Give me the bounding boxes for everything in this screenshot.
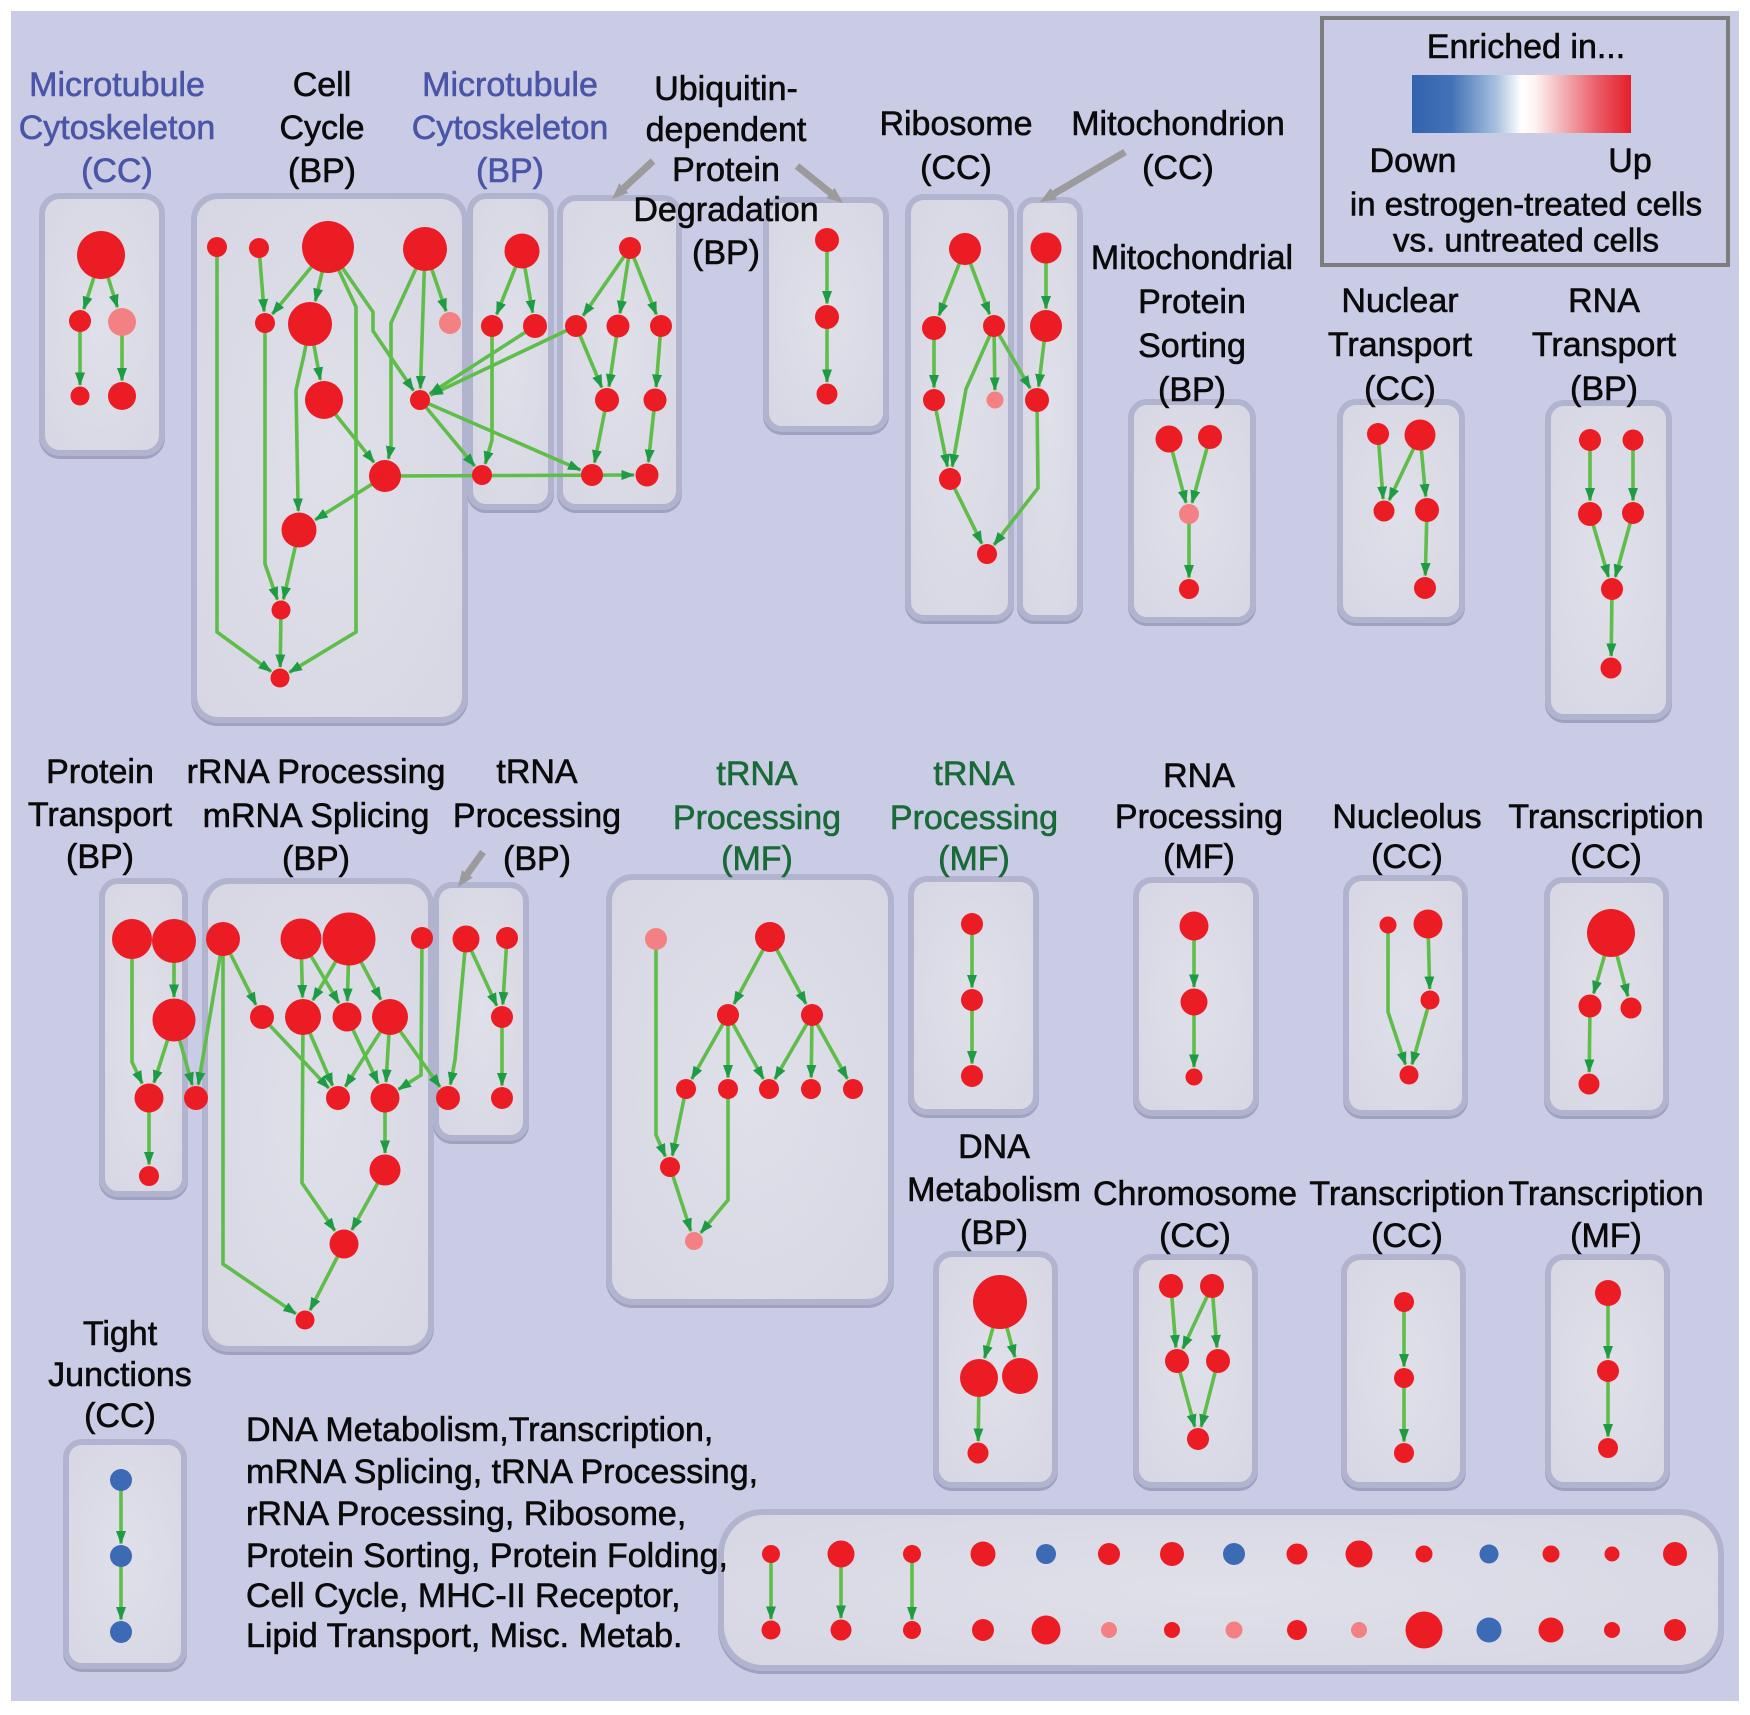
svg-text:Cytoskeleton: Cytoskeleton (19, 109, 216, 147)
svg-text:Degradation: Degradation (633, 191, 818, 229)
svg-text:(CC): (CC) (81, 152, 153, 190)
svg-text:Protein Sorting, Protein Foldi: Protein Sorting, Protein Folding, (246, 1537, 728, 1575)
svg-text:(MF): (MF) (938, 840, 1010, 878)
svg-text:Mitochondrial: Mitochondrial (1091, 239, 1293, 277)
svg-text:(BP): (BP) (960, 1214, 1028, 1252)
svg-text:mRNA Splicing, tRNA Processing: mRNA Splicing, tRNA Processing, (246, 1453, 758, 1491)
svg-text:Nucleolus: Nucleolus (1332, 798, 1481, 836)
svg-text:DNA Metabolism,Transcription,: DNA Metabolism,Transcription, (246, 1411, 713, 1449)
svg-text:Mitochondrion: Mitochondrion (1071, 105, 1285, 143)
svg-text:Cycle: Cycle (279, 109, 364, 147)
svg-text:in estrogen-treated cells: in estrogen-treated cells (1350, 186, 1702, 223)
svg-text:Protein: Protein (1138, 283, 1246, 321)
svg-text:Lipid Transport, Misc. Metab.: Lipid Transport, Misc. Metab. (246, 1617, 683, 1655)
svg-text:(MF): (MF) (1570, 1217, 1642, 1255)
svg-text:Cell: Cell (293, 66, 352, 104)
svg-text:Transport: Transport (28, 796, 173, 834)
svg-text:Microtubule: Microtubule (422, 66, 598, 104)
svg-text:Up: Up (1608, 142, 1651, 180)
svg-text:(BP): (BP) (282, 840, 350, 878)
svg-text:Chromosome: Chromosome (1093, 1175, 1297, 1213)
svg-text:Processing: Processing (890, 799, 1058, 837)
svg-text:Sorting: Sorting (1138, 327, 1246, 365)
svg-text:dependent: dependent (646, 111, 807, 149)
svg-text:(CC): (CC) (1570, 838, 1642, 876)
svg-text:(BP): (BP) (476, 152, 544, 190)
svg-text:(BP): (BP) (1158, 371, 1226, 409)
svg-text:Processing: Processing (673, 799, 841, 837)
svg-text:(BP): (BP) (66, 838, 134, 876)
svg-text:tRNA: tRNA (933, 755, 1015, 793)
svg-text:tRNA: tRNA (496, 753, 578, 791)
svg-text:Processing: Processing (1115, 798, 1283, 836)
svg-text:(CC): (CC) (1364, 370, 1436, 408)
svg-text:Junctions: Junctions (48, 1356, 192, 1394)
svg-text:(CC): (CC) (1371, 838, 1443, 876)
svg-text:(BP): (BP) (1570, 370, 1638, 408)
svg-text:Processing: Processing (453, 797, 621, 835)
svg-text:(BP): (BP) (692, 234, 760, 272)
svg-text:Cell Cycle, MHC-II Receptor,: Cell Cycle, MHC-II Receptor, (246, 1577, 681, 1615)
svg-text:(CC): (CC) (84, 1397, 156, 1435)
svg-text:Protein: Protein (672, 151, 780, 189)
svg-text:Transcription: Transcription (1508, 1175, 1703, 1213)
svg-text:tRNA: tRNA (716, 755, 798, 793)
svg-text:Ubiquitin-: Ubiquitin- (654, 70, 798, 108)
svg-text:Protein: Protein (46, 753, 154, 791)
svg-text:Tight: Tight (83, 1315, 158, 1353)
svg-text:Cytoskeleton: Cytoskeleton (412, 109, 609, 147)
svg-text:(CC): (CC) (1159, 1217, 1231, 1255)
svg-text:(CC): (CC) (1371, 1217, 1443, 1255)
svg-text:Nuclear: Nuclear (1341, 282, 1458, 320)
svg-text:rRNA Processing: rRNA Processing (187, 753, 446, 791)
svg-text:(CC): (CC) (1142, 149, 1214, 187)
svg-text:Enriched in...: Enriched in... (1427, 28, 1625, 66)
svg-text:(CC): (CC) (920, 149, 992, 187)
svg-text:mRNA Splicing: mRNA Splicing (203, 797, 430, 835)
svg-text:Ribosome: Ribosome (879, 105, 1032, 143)
svg-text:RNA: RNA (1568, 282, 1640, 320)
svg-text:RNA: RNA (1163, 757, 1235, 795)
svg-text:vs. untreated cells: vs. untreated cells (1393, 222, 1659, 259)
svg-text:(MF): (MF) (721, 840, 793, 878)
svg-text:Metabolism: Metabolism (907, 1171, 1081, 1209)
svg-text:Transcription: Transcription (1309, 1175, 1504, 1213)
svg-text:Microtubule: Microtubule (29, 66, 205, 104)
svg-text:(BP): (BP) (503, 840, 571, 878)
svg-text:Transcription: Transcription (1508, 798, 1703, 836)
svg-text:DNA: DNA (958, 1128, 1030, 1166)
svg-text:Transport: Transport (1328, 326, 1473, 364)
svg-text:Transport: Transport (1532, 326, 1677, 364)
svg-text:(MF): (MF) (1163, 838, 1235, 876)
svg-text:rRNA Processing, Ribosome,: rRNA Processing, Ribosome, (246, 1495, 686, 1533)
svg-text:Down: Down (1370, 142, 1457, 180)
svg-text:(BP): (BP) (288, 152, 356, 190)
